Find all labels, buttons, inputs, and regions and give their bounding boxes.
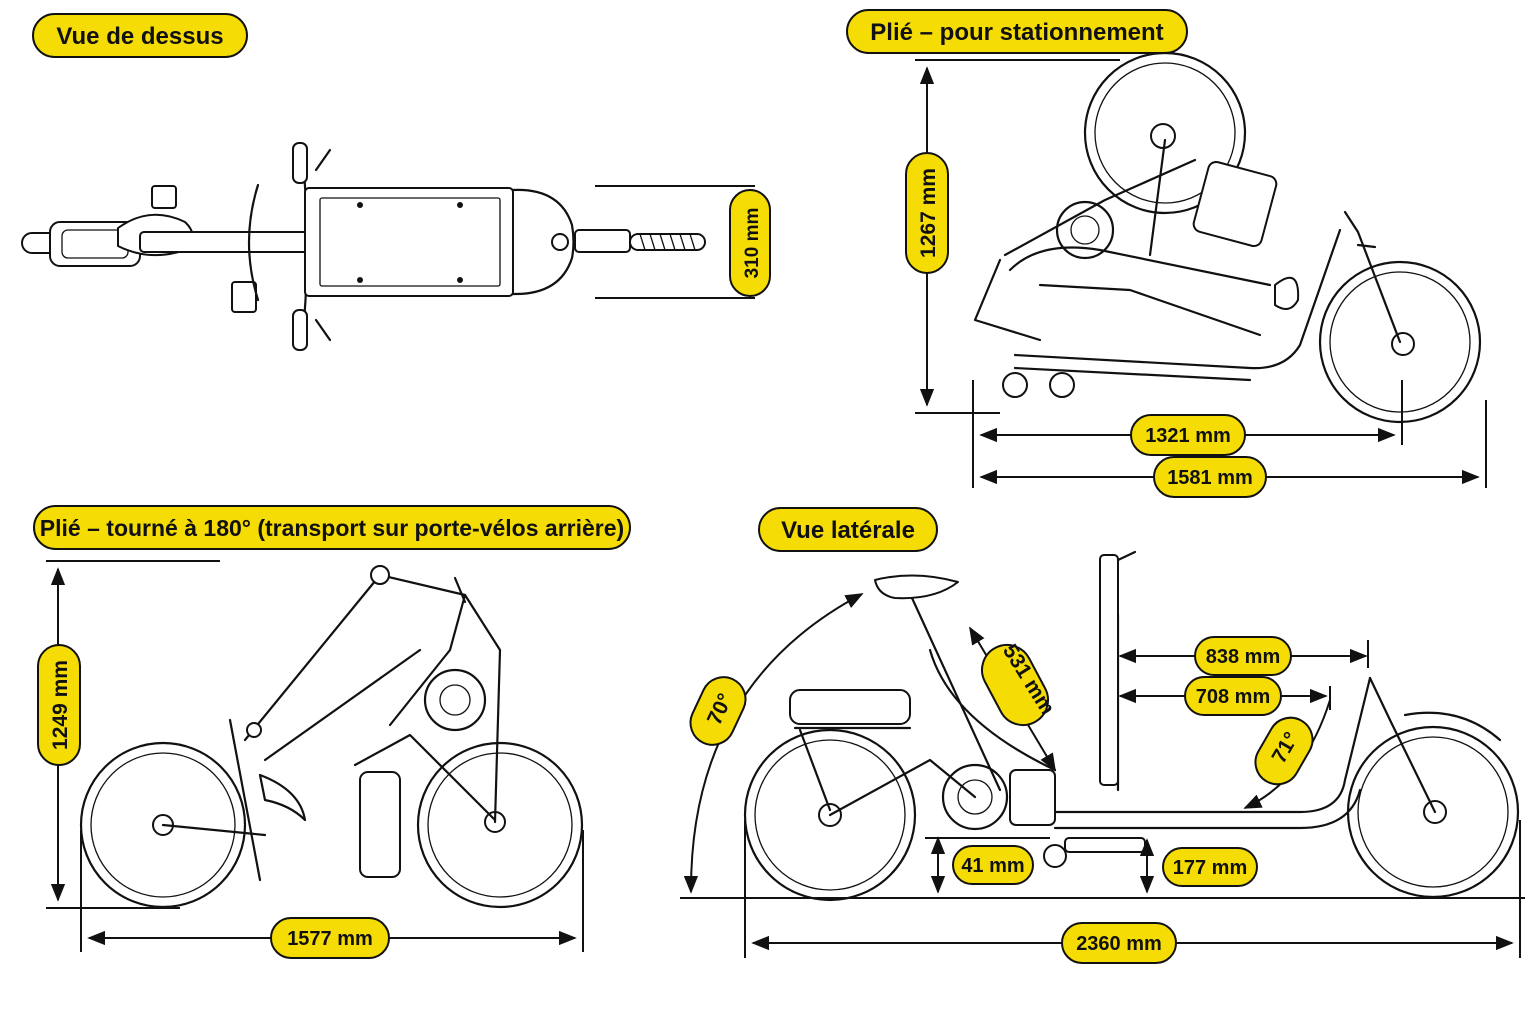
side-view-title-pill: Vue latérale xyxy=(758,507,938,552)
seat-angle-dimension: 70° xyxy=(683,593,864,894)
load-inner-dimension: 708 mm xyxy=(1118,676,1331,716)
parked-bike-drawing xyxy=(973,51,1482,424)
top-view: Vue de dessus xyxy=(21,13,771,351)
deck-bolts xyxy=(357,202,463,283)
transport-length-label: 1577 mm xyxy=(287,928,373,950)
side-view: Vue latérale xyxy=(680,507,1525,964)
parked-height-label: 1267 mm xyxy=(917,168,940,258)
ground-clearance-label: 41 mm xyxy=(961,855,1024,877)
ground-clearance-dimension: 41 mm xyxy=(925,836,1050,894)
transport-height-dimension: 1249 mm xyxy=(37,560,220,909)
parked-length-label: 1581 mm xyxy=(1167,467,1253,489)
transport-length-dimension: 1577 mm xyxy=(80,830,584,959)
load-length-dimension: 838 mm xyxy=(1118,636,1369,676)
deck-height-dimension: 177 mm xyxy=(1139,838,1258,894)
side-bike-drawing xyxy=(743,550,1520,902)
parked-wheelbase-dimension: 1321 mm xyxy=(972,380,1487,488)
transport-view-title-pill: Plié – tourné à 180° (transport sur port… xyxy=(33,505,631,550)
parked-height-dimension: 1267 mm xyxy=(905,59,1120,414)
transport-view: Plié – tourné à 180° (transport sur port… xyxy=(33,505,631,959)
transport-bike-drawing xyxy=(79,565,584,909)
load-inner-label: 708 mm xyxy=(1196,686,1271,708)
parked-view-title: Plié – pour stationnement xyxy=(870,19,1163,46)
parked-view: Plié – pour stationnement xyxy=(846,9,1487,498)
load-length-label: 838 mm xyxy=(1206,646,1281,668)
parked-view-title-pill: Plié – pour stationnement xyxy=(846,9,1188,54)
transport-height-label: 1249 mm xyxy=(49,660,72,750)
top-view-bike-drawing xyxy=(21,142,706,351)
head-angle-dimension: 71° xyxy=(1243,699,1331,809)
side-view-title: Vue latérale xyxy=(781,517,915,544)
transport-view-title: Plié – tourné à 180° (transport sur port… xyxy=(40,515,624,541)
top-view-title: Vue de dessus xyxy=(56,23,223,50)
top-width-label: 310 mm xyxy=(742,208,763,279)
top-view-title-pill: Vue de dessus xyxy=(32,13,248,58)
total-length-dimension: 2360 mm xyxy=(680,820,1525,964)
top-width-dimension: 310 mm xyxy=(595,185,771,299)
total-length-label: 2360 mm xyxy=(1076,933,1162,955)
deck-height-label: 177 mm xyxy=(1173,857,1248,879)
parked-length-dimension: 1581 mm xyxy=(979,456,1480,498)
parked-wheelbase-label: 1321 mm xyxy=(1145,425,1231,447)
